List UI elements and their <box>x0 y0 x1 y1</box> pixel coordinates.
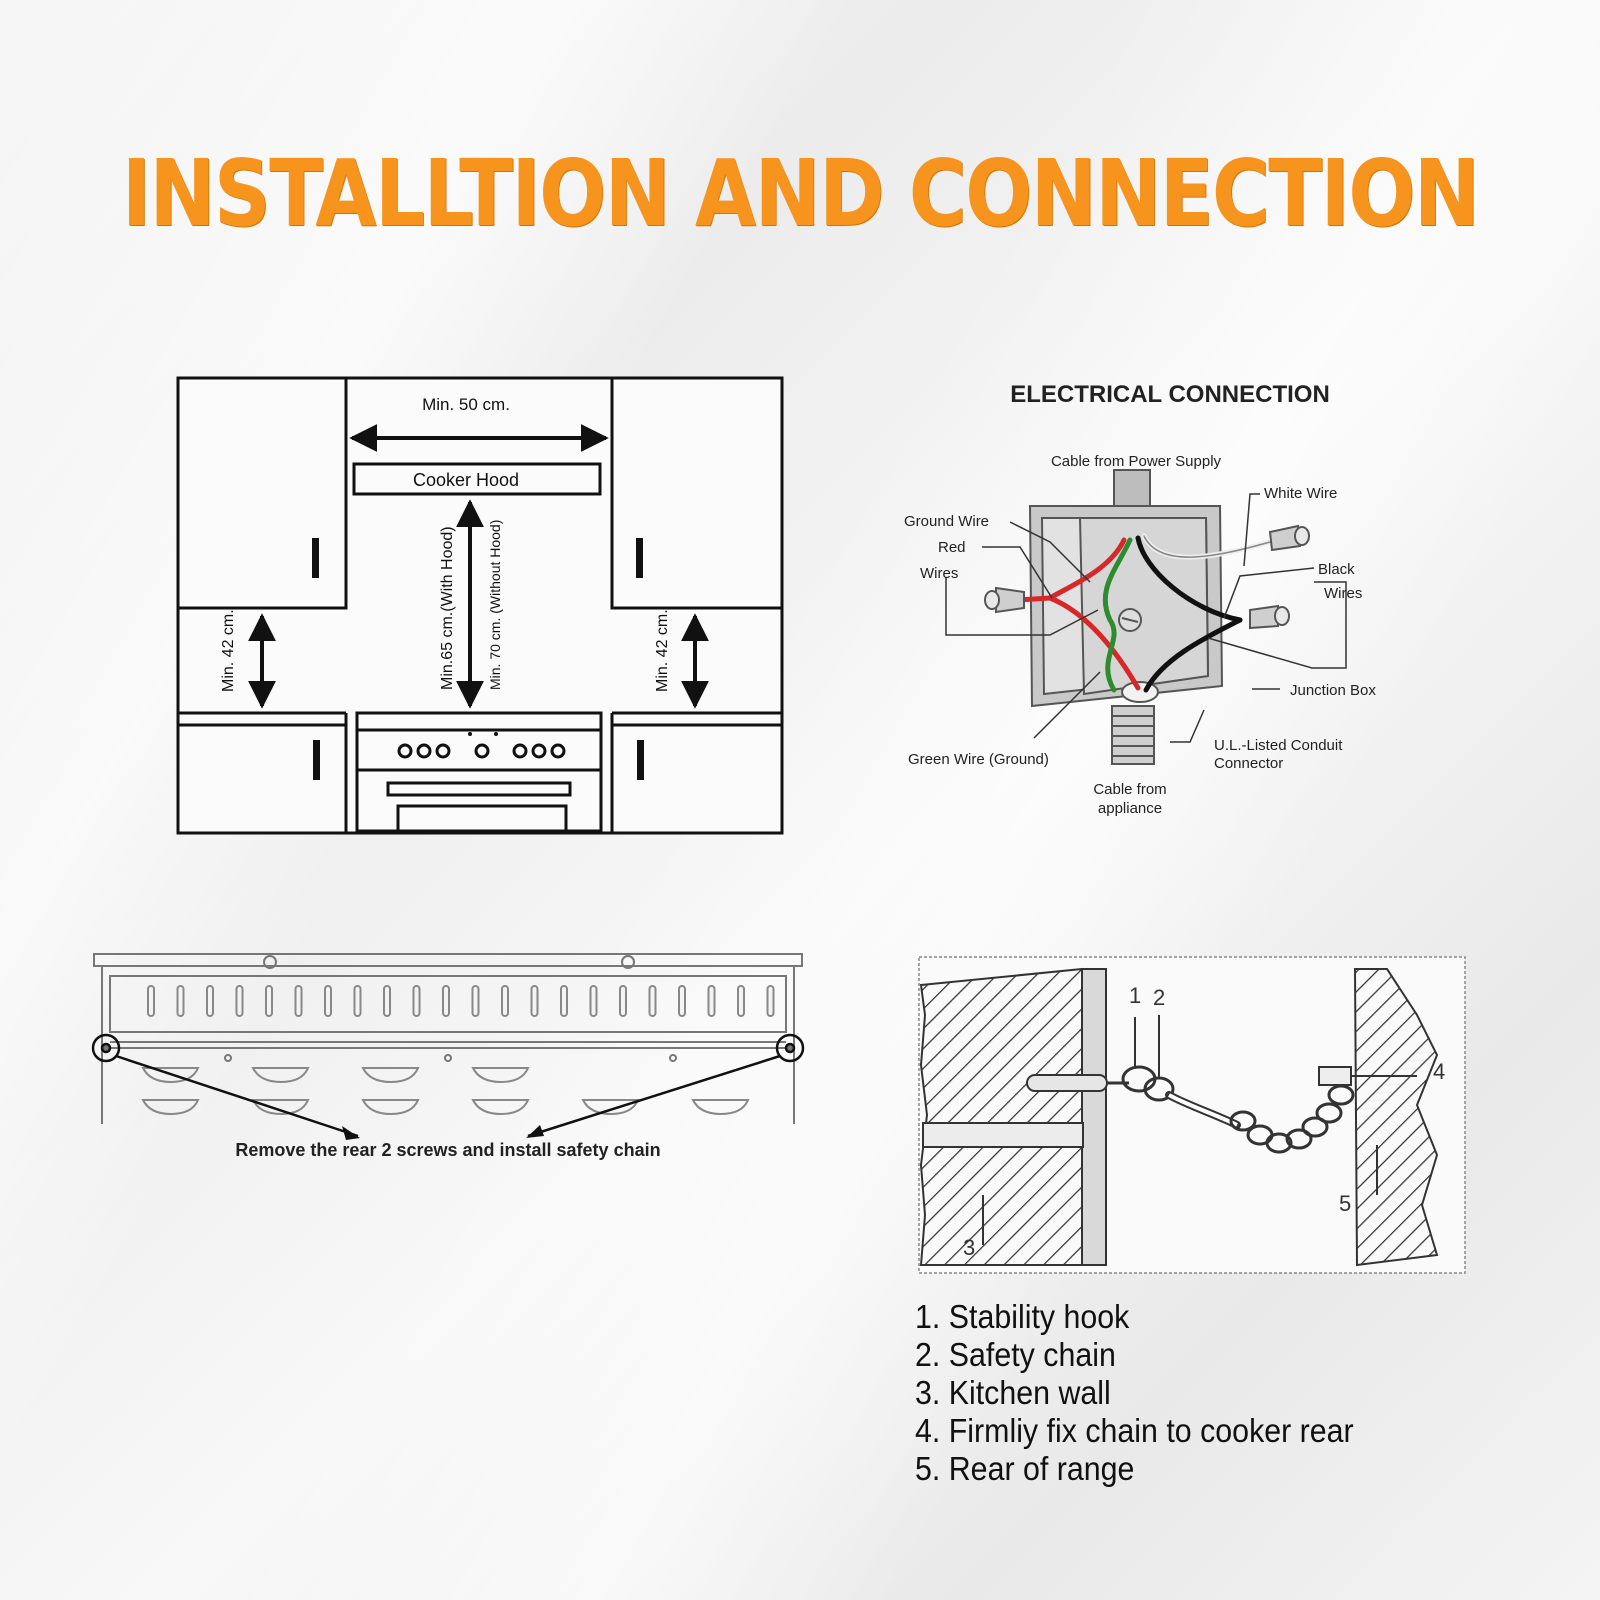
vent-slot <box>442 985 450 1017</box>
vent-slot <box>766 985 775 1017</box>
vent-slot <box>707 985 716 1017</box>
side-left-label: Min. 42 cm. <box>220 609 237 692</box>
vent-slot <box>235 985 244 1017</box>
vent-slot <box>648 985 657 1017</box>
legend-item: 3. Kitchen wall <box>915 1374 1111 1411</box>
vent-slot <box>471 985 480 1017</box>
vent-slot <box>383 985 391 1017</box>
vent-slot <box>176 985 185 1017</box>
with-hood-label: Min.65 cm.(With Hood) <box>439 526 456 690</box>
vent-slot <box>501 985 509 1017</box>
kitchen-clearance-diagram: Min. 50 cm. Cooker Hood Min.65 cm.(With … <box>176 376 784 835</box>
rear-panel-caption: Remove the rear 2 screws and install saf… <box>235 1140 660 1160</box>
vent-slot <box>324 985 332 1017</box>
red-label: Red <box>938 539 966 556</box>
black-label: Black <box>1318 561 1355 578</box>
callout-4: 4 <box>1433 1059 1445 1084</box>
chain-legend: 1. Stability hook 2. Safety chain 3. Kit… <box>915 1298 1354 1488</box>
callout-5: 5 <box>1339 1191 1351 1216</box>
vent-slot <box>737 985 745 1017</box>
cable-appliance-label-2: appliance <box>1098 800 1162 817</box>
legend-item: 2. Safety chain <box>915 1336 1116 1373</box>
vent-slot <box>589 985 598 1017</box>
safety-chain-diagram: 1 2 3 4 5 <box>918 956 1466 1274</box>
green-wire-label: Green Wire (Ground) <box>908 751 1049 768</box>
rear-panel-diagram: Remove the rear 2 screws and install saf… <box>91 953 805 1160</box>
legend-item: 1. Stability hook <box>915 1298 1130 1335</box>
legend-item: 5. Rear of range <box>915 1450 1135 1487</box>
page-title: INSTALLTION AND CONNECTION <box>121 140 1480 247</box>
cable-appliance-label-1: Cable from <box>1093 781 1166 798</box>
vent-slot <box>412 985 421 1017</box>
callout-2: 2 <box>1153 985 1165 1010</box>
white-wire-label: White Wire <box>1264 485 1337 502</box>
min-width-label: Min. 50 cm. <box>422 395 510 414</box>
vent-slot <box>147 985 155 1017</box>
vent-slot <box>619 985 627 1017</box>
vent-slot <box>560 985 568 1017</box>
conduit-label-2: Connector <box>1214 755 1283 772</box>
electrical-connection-diagram: ELECTRICAL CONNECTION <box>904 381 1376 817</box>
wires-left-label: Wires <box>920 565 958 582</box>
junction-box-label: Junction Box <box>1290 682 1376 699</box>
side-right-label: Min. 42 cm. <box>654 609 671 692</box>
vent-slot <box>530 985 539 1017</box>
wires-right-label: Wires <box>1324 585 1362 602</box>
vent-slot <box>353 985 362 1017</box>
callout-3: 3 <box>963 1235 975 1260</box>
callout-1: 1 <box>1129 983 1141 1008</box>
electrical-heading: ELECTRICAL CONNECTION <box>1010 381 1330 408</box>
legend-item: 4. Firmliy fix chain to cooker rear <box>915 1412 1354 1449</box>
cooker-hood-label: Cooker Hood <box>413 470 519 490</box>
vent-slot <box>265 985 273 1017</box>
vent-slot <box>678 985 686 1017</box>
ground-wire-label: Ground Wire <box>904 513 989 530</box>
vent-slot <box>206 985 214 1017</box>
without-hood-label: Min. 70 cm. (Without Hood) <box>487 520 503 690</box>
cable-power-label: Cable from Power Supply <box>1051 453 1222 470</box>
vent-slot <box>294 985 303 1017</box>
conduit-label-1: U.L.-Listed Conduit <box>1214 737 1343 754</box>
